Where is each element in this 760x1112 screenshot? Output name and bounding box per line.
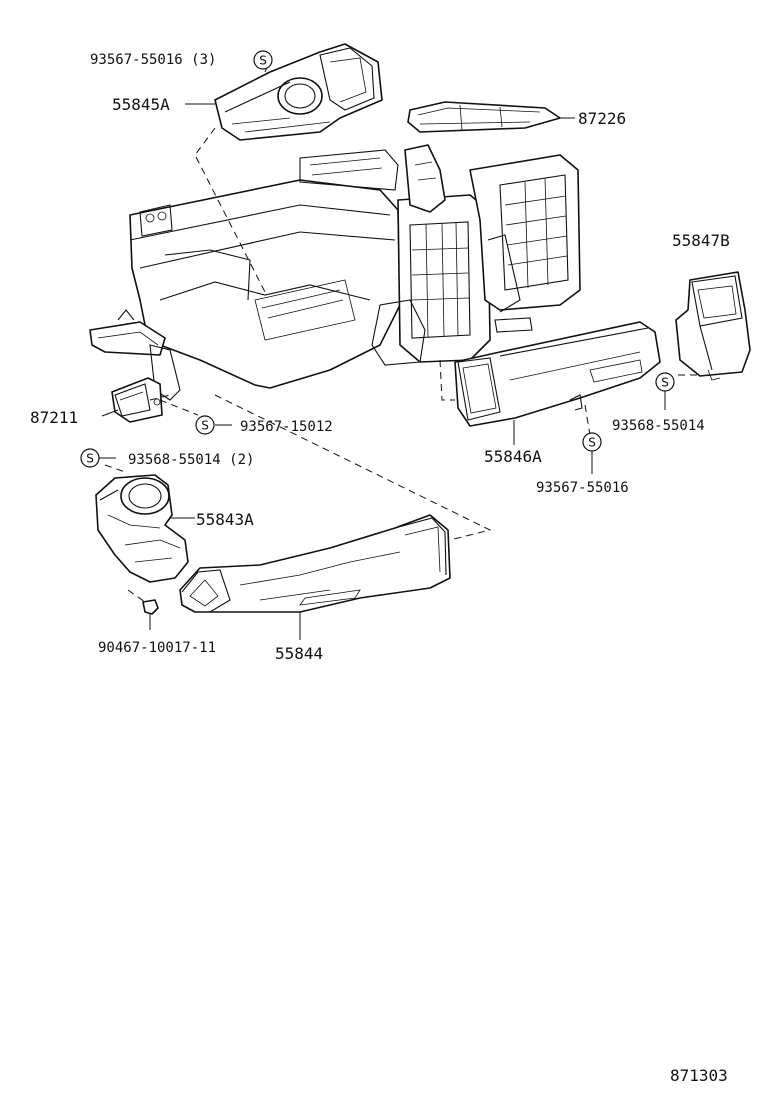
svg-text:S: S <box>86 452 94 466</box>
svg-text:S: S <box>661 376 669 390</box>
duct-55843A <box>95 474 189 583</box>
cover-87226 <box>407 101 561 133</box>
label-55843A: 55843A <box>196 510 254 529</box>
label-55845A: 55845A <box>112 95 170 114</box>
duct-55846A <box>454 321 661 427</box>
label-93568-55014: 93568-55014 <box>612 418 705 434</box>
label-93567-55016-3: 93567-55016 (3) <box>90 52 216 68</box>
duct-55845A <box>214 43 383 141</box>
label-90467-10017-11: 90467-10017-11 <box>98 640 216 656</box>
clip-90467 <box>142 599 159 630</box>
screw-symbol-2: S <box>195 415 215 435</box>
duct-87211 <box>111 377 163 423</box>
label-55847B: 55847B <box>672 231 730 250</box>
label-55844: 55844 <box>275 644 323 663</box>
screw-symbol-5: S <box>80 448 100 468</box>
svg-text:S: S <box>588 436 596 450</box>
svg-text:S: S <box>201 419 209 433</box>
figure-code: 871303 <box>670 1066 728 1085</box>
duct-55847B <box>675 271 751 381</box>
label-93567-55016: 93567-55016 <box>536 480 629 496</box>
label-87226: 87226 <box>578 109 626 128</box>
label-87211: 87211 <box>30 408 78 427</box>
label-55846A: 55846A <box>484 447 542 466</box>
screw-symbol-3: S <box>655 372 675 392</box>
screw-symbol-1: S <box>253 50 273 70</box>
heater-unit-assembly <box>89 144 581 401</box>
screw-symbol-4: S <box>582 432 602 452</box>
label-93567-15012: 93567-15012 <box>240 419 333 435</box>
duct-55844 <box>179 514 451 613</box>
svg-text:S: S <box>259 54 267 68</box>
label-93568-55014-2: 93568-55014 (2) <box>128 452 254 468</box>
